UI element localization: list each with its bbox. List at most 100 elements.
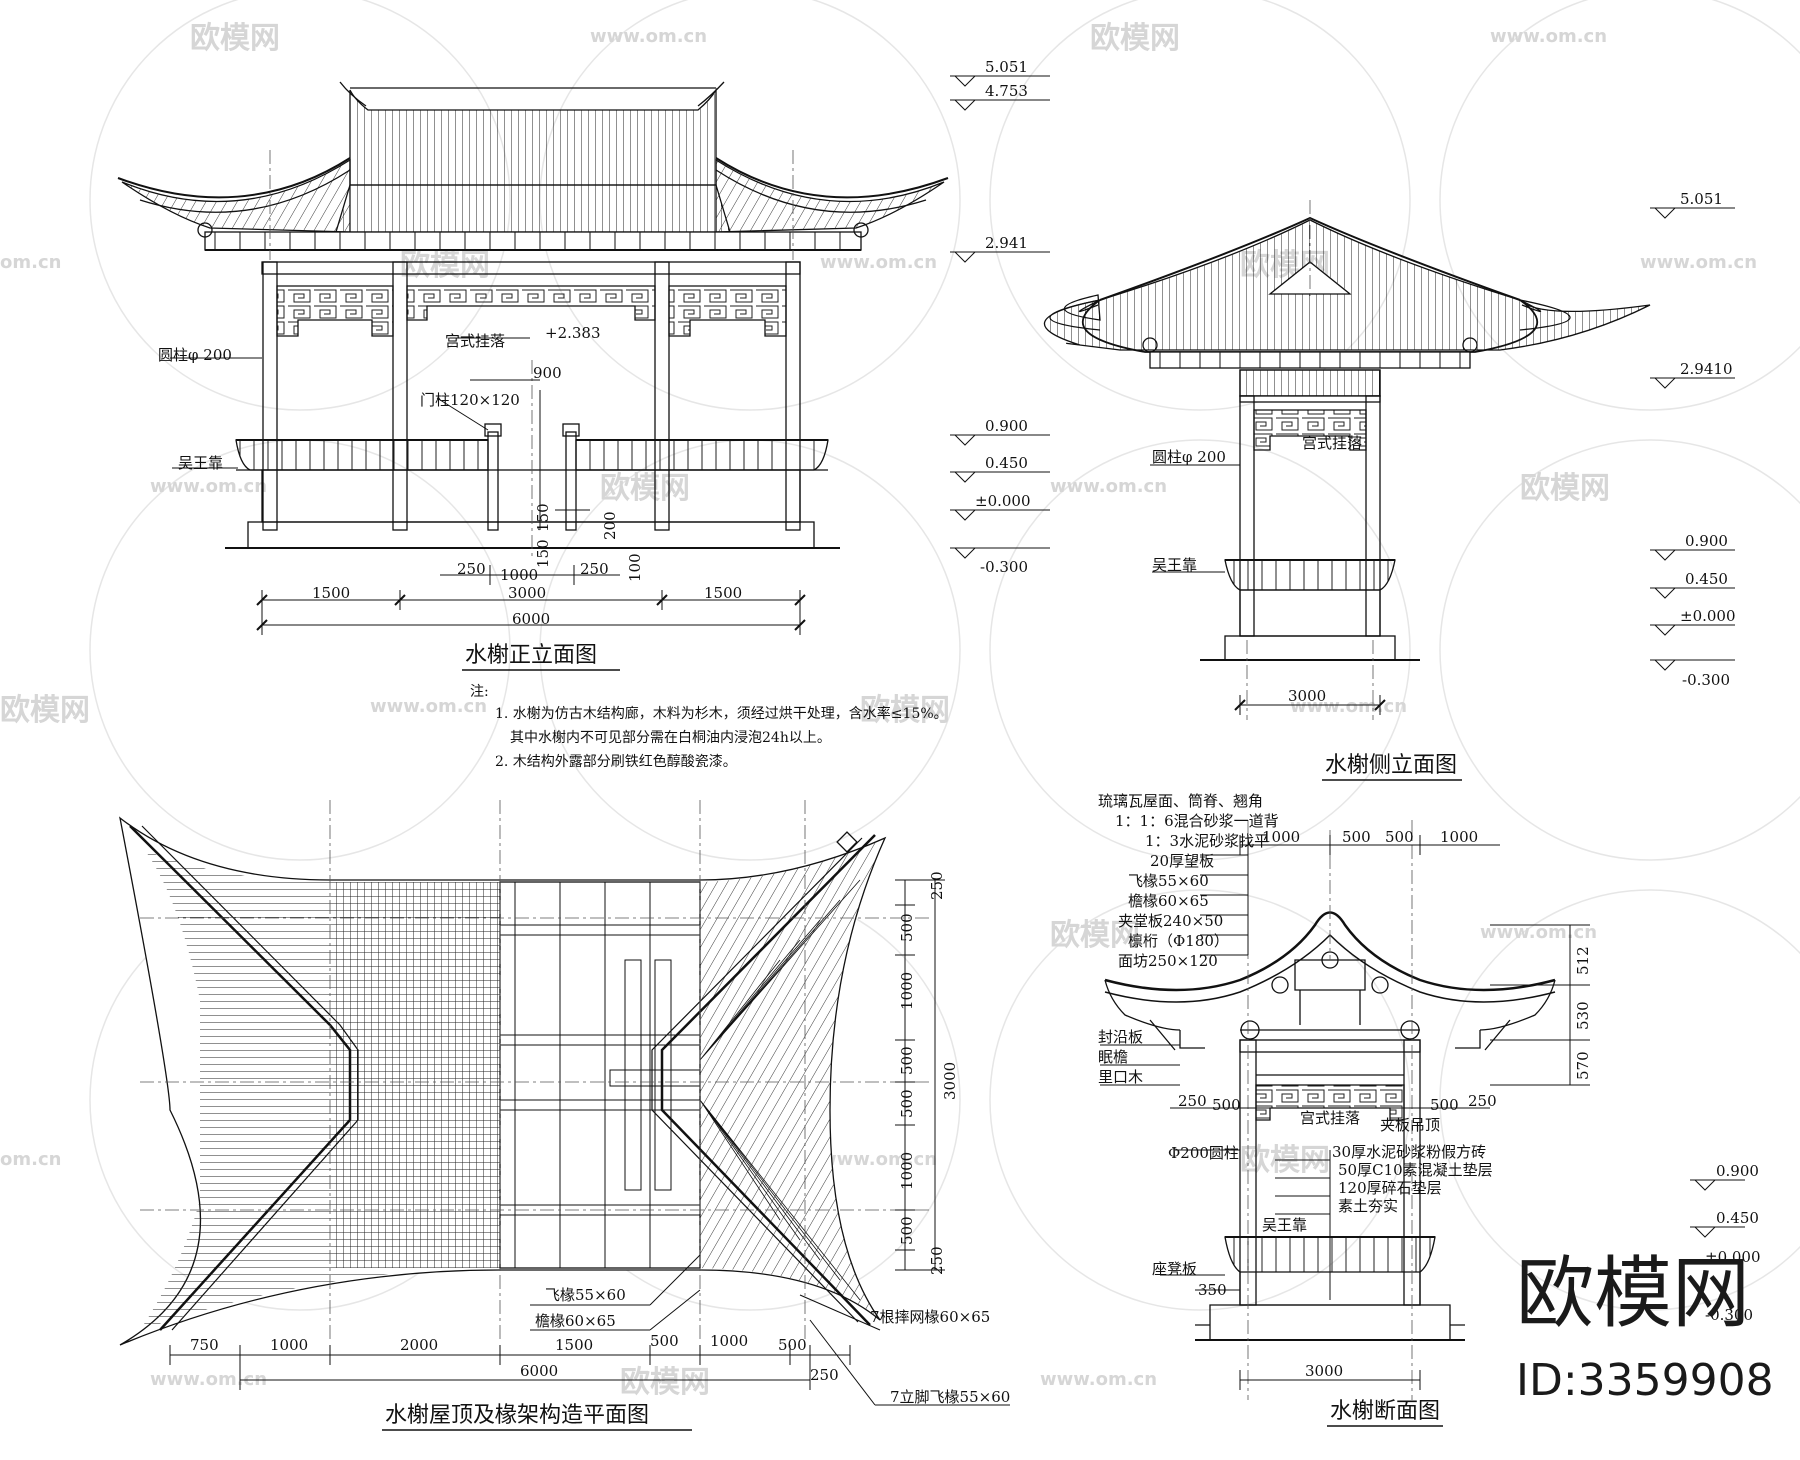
front-level-0900: 0.900 — [985, 417, 1028, 435]
section-layer-8: 檩桁（Φ180） — [1128, 932, 1229, 950]
watermark-logo-3: 欧模网 — [400, 248, 490, 283]
front-level-5051: 5.051 — [985, 58, 1028, 76]
front-column-3 — [654, 261, 670, 531]
section-top-dim-1: 1000 — [1262, 828, 1300, 846]
side-label-column: 圆柱φ 200 — [1152, 448, 1226, 466]
section-layer-7: 夹堂板240×50 — [1118, 912, 1223, 930]
section-right-dim-1: 512 — [1574, 946, 1592, 975]
notes-block: 注: 1. 水榭为仿古木结构廊，木料为杉木，须经过烘干处理，含水率≤15%。 其… — [470, 684, 948, 770]
section-label-hanging: 宫式挂落 — [1300, 1109, 1360, 1127]
front-dim-150b: 150 — [534, 503, 552, 532]
front-dim-250a: 250 — [457, 560, 486, 578]
front-label-seat: 吴王靠 — [178, 454, 223, 472]
section-layer-2: 1：1：6混合砂浆一道背 — [1115, 812, 1279, 830]
watermark-logo-6: 欧模网 — [1520, 471, 1610, 506]
section-label-seat: 吴王靠 — [1262, 1216, 1307, 1234]
front-dim-900: 900 — [533, 364, 562, 382]
plan-right-dim-4: 500 — [898, 1046, 916, 1075]
side-title: 水榭侧立面图 — [1325, 753, 1457, 778]
watermark-url-2: www.om.cn — [1490, 26, 1607, 47]
section-drawing — [1100, 820, 1745, 1400]
front-elevation — [117, 75, 1050, 635]
notes-head: 注: — [470, 684, 489, 700]
plan-bottom-extra: 250 — [810, 1366, 839, 1384]
section-level-0450: 0.450 — [1716, 1209, 1759, 1227]
plan-bottom-dim-1: 750 — [190, 1336, 219, 1354]
section-layer-3: 1：3水泥砂浆找平 — [1145, 832, 1269, 850]
side-level-0900: 0.900 — [1685, 532, 1728, 550]
front-hanging-center — [406, 285, 656, 321]
section-top-dim-4: 1000 — [1440, 828, 1478, 846]
plan-bottom-dim-3: 2000 — [400, 1336, 438, 1354]
front-dim-6000: 6000 — [512, 610, 550, 628]
notes-line-2: 其中水榭内不可见部分需在白桐油内浸泡24h以上。 — [510, 730, 831, 746]
watermark-url-9: www.om.cn — [1290, 696, 1407, 717]
front-roof-left-eave — [121, 158, 351, 233]
section-right-dim-2: 530 — [1574, 1001, 1592, 1030]
section-level-m0300: -0.300 — [1705, 1306, 1753, 1324]
front-level-4753: 4.753 — [985, 82, 1028, 100]
side-label-seat: 吴王靠 — [1152, 556, 1197, 574]
plan-bottom-dim-5: 500 — [650, 1332, 679, 1350]
plan-right-dim-8: 250 — [928, 1246, 946, 1275]
section-top-dim-2: 500 — [1342, 828, 1371, 846]
watermark-logo-7: 欧模网 — [0, 693, 90, 728]
watermark-url-7: www.om.cn — [1050, 476, 1167, 497]
notes-line-1: 1. 水榭为仿古木结构廊，木料为杉木，须经过烘干处理，含水率≤15%。 — [495, 705, 948, 722]
front-elev-mark: +2.383 — [545, 324, 601, 342]
front-seat-left — [235, 439, 489, 471]
side-column-left — [1239, 395, 1255, 637]
front-dim-1000: 1000 — [500, 566, 538, 584]
side-level-5051: 5.051 — [1680, 190, 1723, 208]
front-elevation-text: 5.051 4.753 2.941 0.900 0.450 ±0.000 -0.… — [158, 58, 1031, 671]
watermark-logo-13: 欧模网 — [620, 1365, 710, 1400]
section-level-0000: ±0.000 — [1705, 1248, 1761, 1266]
front-dim-1500a: 1500 — [312, 584, 350, 602]
plan-label-flying: 飞椽55×60 — [545, 1286, 626, 1304]
brand-name: 欧模网 — [1516, 1249, 1750, 1339]
section-left-label-3: 里口木 — [1098, 1068, 1143, 1086]
plan-right-total: 3000 — [941, 1062, 959, 1100]
plan-label-foot: 7立脚飞椽55×60 — [890, 1388, 1010, 1406]
watermark-logo-5: 欧模网 — [600, 471, 690, 506]
watermark-url-6: www.om.cn — [150, 476, 267, 497]
section-top-dim-3: 500 — [1385, 828, 1414, 846]
front-level-m0300: -0.300 — [980, 558, 1028, 576]
front-title: 水榭正立面图 — [465, 643, 597, 668]
side-elevation — [1043, 200, 1735, 720]
section-layer-6: 檐椽60×65 — [1128, 892, 1209, 910]
section-label-ceiling: 夹板吊顶 — [1380, 1116, 1440, 1134]
section-level-0900: 0.900 — [1716, 1162, 1759, 1180]
front-hanging-right — [668, 285, 787, 337]
plan-title: 水榭屋顶及椽架构造平面图 — [385, 1403, 649, 1428]
side-label-hanging: 宫式挂落 — [1302, 434, 1362, 452]
front-level-0450: 0.450 — [985, 454, 1028, 472]
section-layer-5: 飞椽55×60 — [1128, 872, 1209, 890]
side-level-0450: 0.450 — [1685, 570, 1728, 588]
section-mid-dim-2: 500 — [1212, 1096, 1241, 1114]
watermark-logo-10: 欧模网 — [1050, 918, 1140, 953]
front-column-4 — [785, 261, 801, 531]
plan-right-dim-1: 250 — [928, 871, 946, 900]
section-layer-9: 面坊250×120 — [1118, 952, 1218, 970]
front-column-1 — [262, 261, 278, 531]
side-dim-3000: 3000 — [1288, 687, 1326, 705]
section-dim-3000: 3000 — [1305, 1362, 1343, 1380]
front-dim-100: 100 — [626, 553, 644, 582]
watermark-url-8: www.om.cn — [370, 696, 487, 717]
section-floor-layer-1: 30厚水泥砂浆粉假方砖 — [1332, 1143, 1486, 1161]
front-label-door-post: 门柱120×120 — [420, 391, 520, 409]
section-dim-350: 350 — [1198, 1281, 1227, 1299]
plan-right-dim-5: 500 — [898, 1089, 916, 1118]
section-floor-layer-3: 120厚碎石垫层 — [1338, 1179, 1442, 1197]
front-seat-right — [575, 439, 829, 471]
notes-line-3: 2. 木结构外露部分刷铁红色醇酸瓷漆。 — [495, 753, 737, 770]
plan-right-dim-6: 1000 — [898, 1152, 916, 1190]
plan-bottom-dim-2: 1000 — [270, 1336, 308, 1354]
front-dim-150a: 150 — [534, 539, 552, 568]
section-mid-dim-1: 250 — [1178, 1092, 1207, 1110]
side-elevation-text: 5.051 2.9410 0.900 0.450 ±0.000 -0.300 圆… — [1152, 190, 1736, 781]
watermark-url-5: www.om.cn — [1640, 252, 1757, 273]
plan-right-dim-2: 500 — [898, 913, 916, 942]
